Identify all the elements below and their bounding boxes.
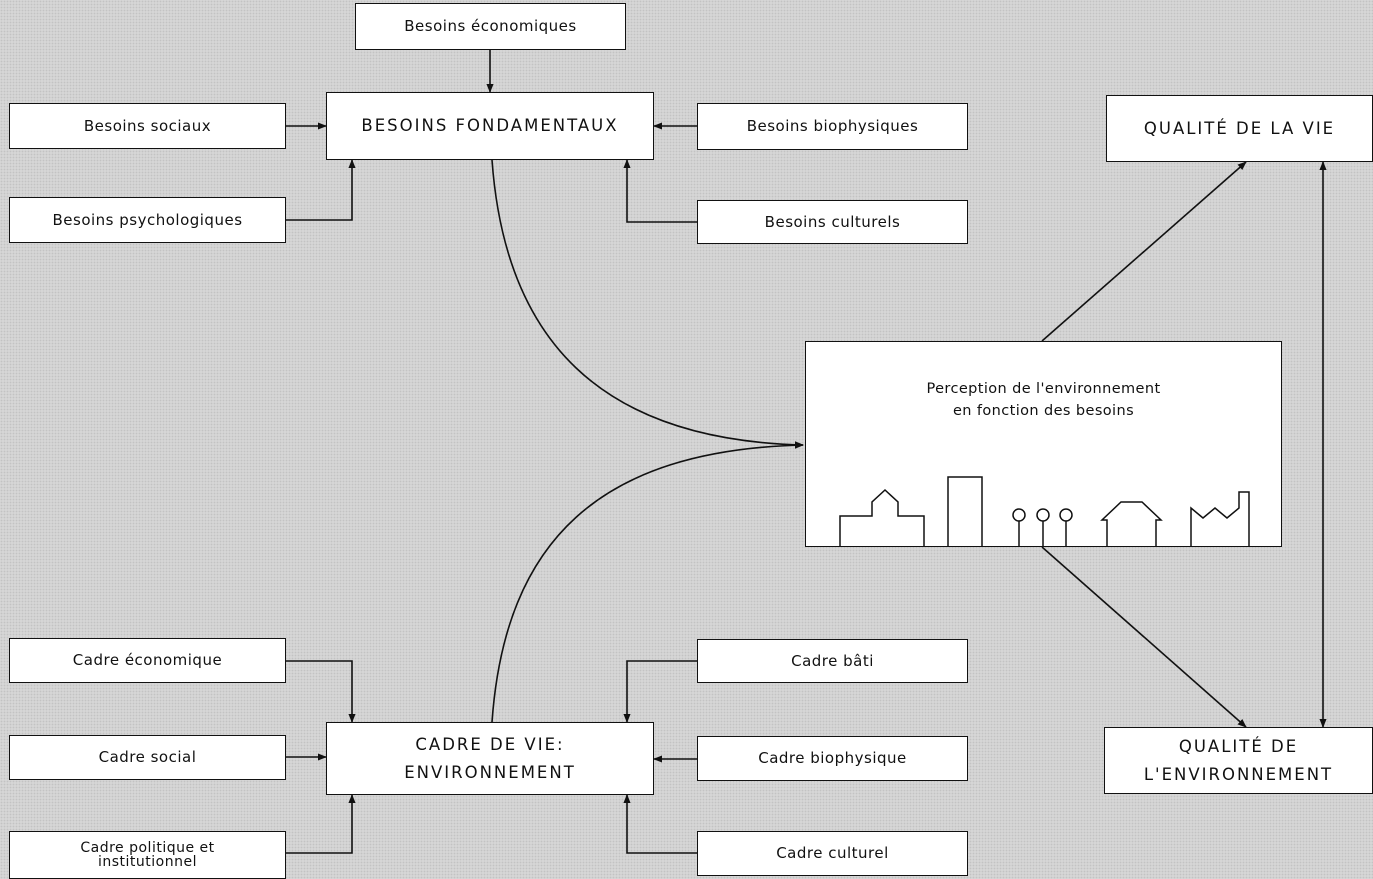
curve-cadre-de-vie-to-perception bbox=[491, 441, 804, 723]
besoins-fondamentaux-box: BESOINS FONDAMENTAUX bbox=[326, 92, 654, 160]
besoins-biophysiques-box: Besoins biophysiques bbox=[697, 103, 968, 150]
perception-text: Perception de l'environnement en fonctio… bbox=[806, 379, 1281, 423]
qualite-vie-box: QUALITÉ DE LA VIE bbox=[1106, 95, 1373, 162]
besoins-culturels-box: Besoins culturels bbox=[697, 200, 968, 244]
cadre-de-vie-box: CADRE DE VIE: ENVIRONNEMENT bbox=[326, 722, 654, 795]
cadre-de-vie-label-line1: CADRE DE VIE: bbox=[415, 735, 565, 755]
arrow-cadre-bati-to-cadre-de-vie bbox=[623, 660, 697, 723]
factory-icon bbox=[1190, 491, 1250, 546]
townscape-illustration bbox=[839, 476, 1250, 546]
besoins-psychologiques-label: Besoins psychologiques bbox=[52, 210, 243, 229]
arrow-perception-to-qualite-environnement bbox=[1041, 546, 1247, 728]
qualite-env-label-line1: QUALITÉ DE bbox=[1178, 737, 1299, 757]
cadre-social-label: Cadre social bbox=[98, 748, 197, 767]
besoins-economiques-box: Besoins économiques bbox=[355, 3, 626, 50]
qualite-environnement-box: QUALITÉ DE L'ENVIRONNEMENT bbox=[1104, 727, 1373, 794]
cadre-politique-label-line2: institutionnel bbox=[98, 854, 197, 870]
arrow-cadre-politique-to-cadre-de-vie bbox=[286, 794, 356, 854]
cadre-politique-box: Cadre politique et institutionnel bbox=[9, 831, 286, 879]
qualite-env-label-line2: L'ENVIRONNEMENT bbox=[1143, 764, 1334, 784]
cadre-economique-label: Cadre économique bbox=[72, 651, 223, 670]
besoins-economiques-label: Besoins économiques bbox=[404, 17, 577, 36]
arrow-culturels-to-fondamentaux bbox=[623, 159, 697, 223]
cadre-social-box: Cadre social bbox=[9, 735, 286, 780]
perception-label-line2: en fonction des besoins bbox=[952, 402, 1135, 419]
besoins-fondamentaux-label: BESOINS FONDAMENTAUX bbox=[361, 116, 619, 136]
cadre-biophysique-label: Cadre biophysique bbox=[758, 749, 907, 768]
cadre-biophysique-box: Cadre biophysique bbox=[697, 736, 968, 781]
cadre-politique-label-line1: Cadre politique et bbox=[80, 840, 215, 856]
church-building-icon bbox=[839, 488, 925, 546]
arrow-cadre-culturel-to-cadre-de-vie bbox=[623, 794, 697, 854]
qualite-vie-label: QUALITÉ DE LA VIE bbox=[1143, 118, 1336, 138]
cadre-bati-label: Cadre bâti bbox=[791, 651, 874, 670]
besoins-psychologiques-box: Besoins psychologiques bbox=[9, 197, 286, 243]
trees-icon bbox=[1012, 508, 1073, 546]
arrow-perception-to-qualite-vie bbox=[1041, 161, 1247, 342]
house-icon bbox=[1100, 501, 1163, 546]
cadre-de-vie-label-line2: ENVIRONNEMENT bbox=[404, 762, 576, 782]
cadre-culturel-box: Cadre culturel bbox=[697, 831, 968, 876]
arrow-cadre-economique-to-cadre-de-vie bbox=[286, 660, 356, 723]
besoins-sociaux-label: Besoins sociaux bbox=[83, 116, 212, 135]
cadre-bati-box: Cadre bâti bbox=[697, 639, 968, 683]
curve-fondamentaux-to-perception bbox=[491, 159, 804, 449]
tower-building-icon bbox=[947, 476, 983, 546]
perception-box: Perception de l'environnement en fonctio… bbox=[805, 341, 1282, 547]
cadre-culturel-label: Cadre culturel bbox=[776, 844, 889, 863]
besoins-culturels-label: Besoins culturels bbox=[764, 212, 901, 231]
perception-label-line1: Perception de l'environnement bbox=[926, 381, 1161, 397]
besoins-sociaux-box: Besoins sociaux bbox=[9, 103, 286, 149]
cadre-economique-box: Cadre économique bbox=[9, 638, 286, 683]
besoins-biophysiques-label: Besoins biophysiques bbox=[746, 117, 919, 136]
arrow-psychologiques-to-fondamentaux bbox=[286, 159, 356, 221]
